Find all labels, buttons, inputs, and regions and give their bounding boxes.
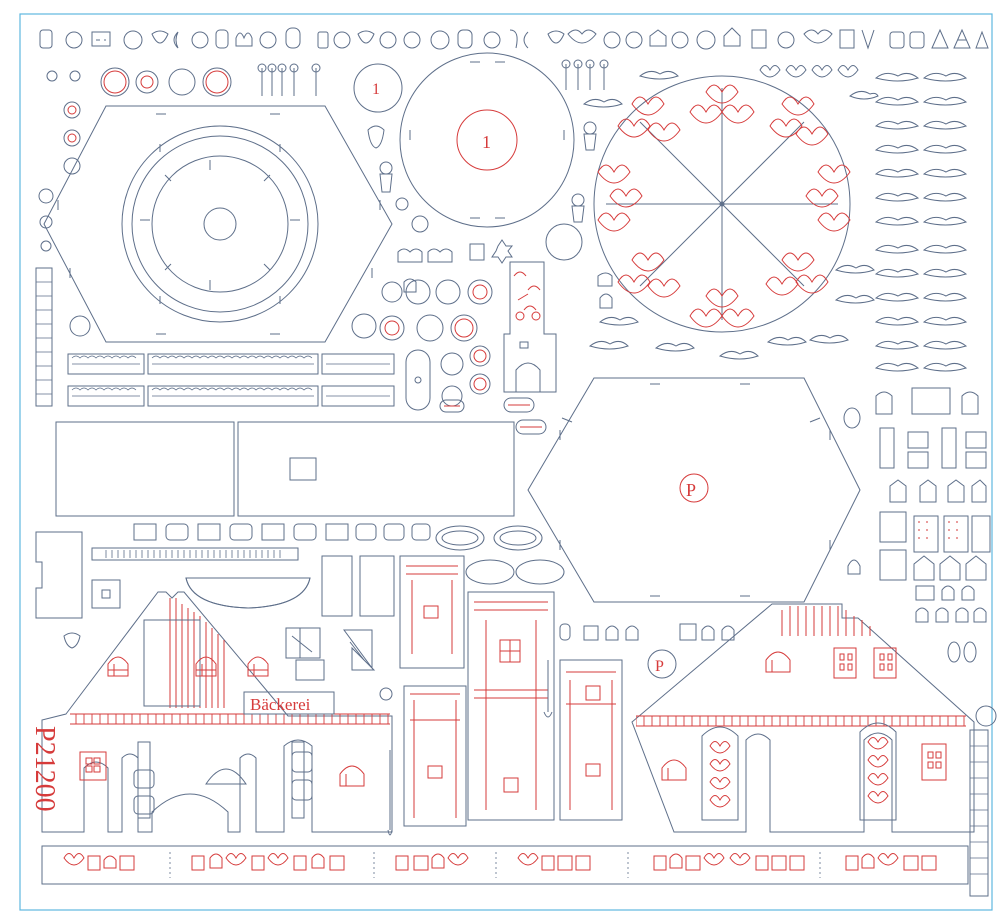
bottom-trim-strip: [41, 845, 969, 885]
right-column-parts: [843, 387, 997, 727]
awning-piece: [185, 577, 311, 609]
hexagon-mark: P: [686, 480, 696, 500]
gingerbread-figures: [351, 121, 597, 435]
roof-tile-panels: [55, 421, 515, 517]
heart-flower-rosette: [593, 75, 851, 333]
small-round-mark: P: [655, 658, 664, 675]
ovals: [435, 525, 565, 585]
large-disc-mark: 1: [482, 132, 491, 152]
fence-strips: [67, 353, 395, 407]
left-side-pieces: [35, 531, 121, 649]
pins-row: [257, 59, 609, 96]
tab-strip: [133, 523, 431, 541]
heart-petal-group: [597, 84, 851, 328]
small-rings-left: [38, 67, 232, 337]
house-front-right: [631, 603, 975, 833]
top-ornament-row: [39, 27, 989, 50]
clip-row: [559, 623, 735, 641]
tall-panels: [321, 555, 623, 836]
small-round-p: P: [647, 649, 677, 679]
triangle-brackets: [285, 627, 393, 701]
hexagon-base-right: P: [527, 377, 861, 603]
sheet-border: [19, 13, 993, 911]
comb-strip: [91, 547, 299, 561]
small-disc-mark: 1: [372, 81, 380, 98]
house-front-left: Bäckerei: [41, 591, 393, 833]
sheet-code: P21200: [29, 726, 60, 812]
ladder-right: [969, 729, 989, 897]
oven-front-panel: [503, 261, 557, 393]
small-disc-1: 1: [353, 63, 403, 113]
angel-wings-column: [582, 70, 968, 372]
large-disc-1: 1: [399, 52, 575, 228]
ladder-left: [35, 267, 53, 407]
hexagon-base-left: [43, 105, 393, 343]
bakery-sign: Bäckerei: [250, 695, 311, 714]
small-hearts-row: [759, 65, 859, 78]
